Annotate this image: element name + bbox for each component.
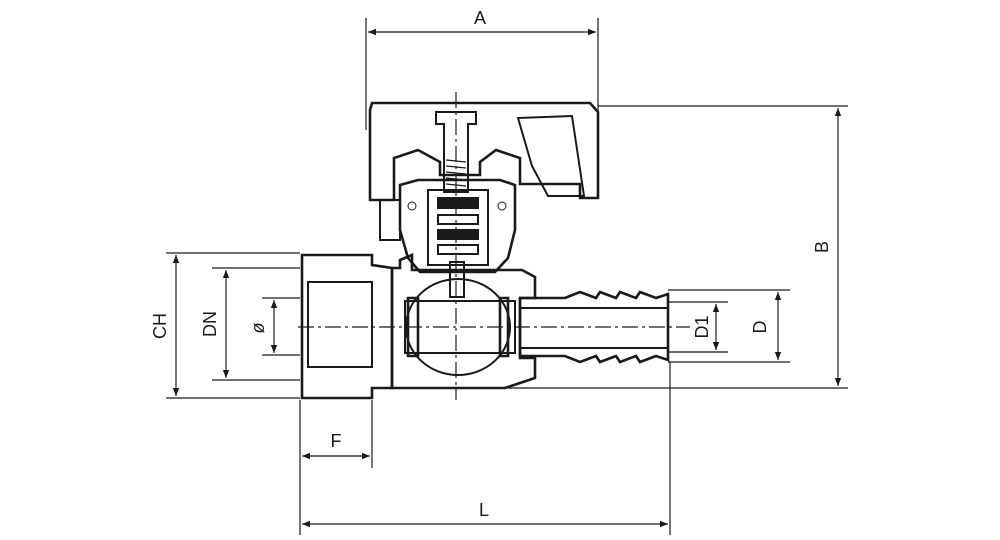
seal-right [498, 296, 510, 358]
inlet-bore [307, 281, 373, 368]
center-lines [298, 92, 690, 400]
handle-body [368, 101, 600, 202]
label-F: F [331, 431, 342, 451]
label-D1: D1 [692, 315, 712, 338]
stem-channel [427, 189, 489, 266]
stem-assembly [379, 178, 517, 298]
label-phi: ø [248, 323, 268, 334]
hose-tail [518, 290, 670, 364]
dimension-D: D [750, 292, 782, 360]
dimension-F: F [302, 431, 370, 460]
label-DN: DN [200, 311, 220, 337]
handle-lever [516, 114, 586, 197]
dimension-A: A [368, 8, 596, 36]
dimension-DN: DN [200, 270, 230, 378]
label-D: D [750, 321, 770, 334]
dimension-B: B [812, 108, 842, 386]
side-stop [379, 199, 401, 241]
dimension-CH: CH [150, 255, 180, 396]
seal-left [406, 296, 420, 358]
label-CH: CH [150, 313, 170, 339]
extension-lines [166, 18, 848, 535]
label-A: A [474, 8, 486, 28]
dimension-D1: D1 [692, 304, 720, 350]
screw [435, 111, 477, 193]
label-B: B [812, 241, 832, 253]
bonnet [398, 178, 517, 274]
handle [368, 101, 600, 202]
dimension-phi: ø [248, 300, 278, 353]
dimension-L: L [302, 500, 668, 528]
label-L: L [479, 500, 489, 520]
